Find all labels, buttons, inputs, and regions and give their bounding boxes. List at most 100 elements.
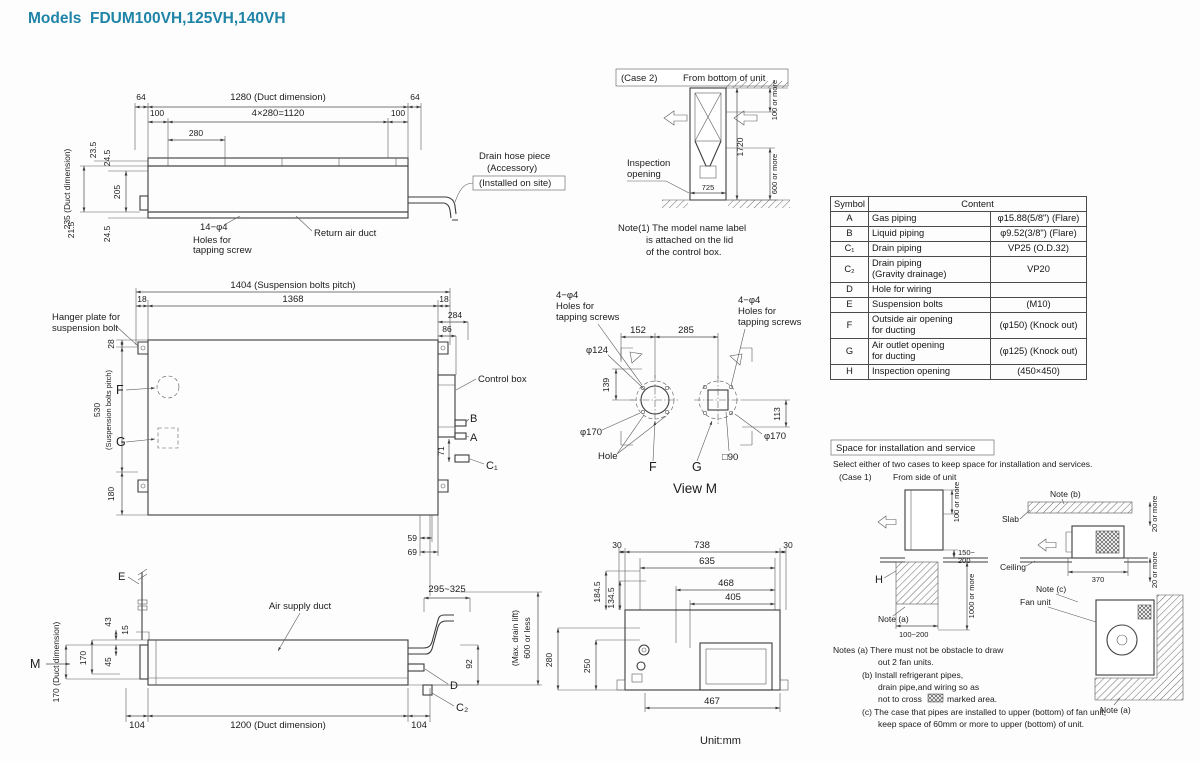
- dim-24-5-top: 24.5: [102, 149, 112, 166]
- installed-on-site-label: (Installed on site): [479, 178, 551, 189]
- unit-body: [147, 339, 439, 516]
- notes-line-5a: not to cross: [878, 694, 922, 704]
- dim-738: 738: [694, 540, 710, 551]
- return-air-duct-label: Return air duct: [314, 228, 377, 239]
- dim-468: 468: [718, 578, 734, 589]
- hanger-label-2: suspension bolt: [52, 323, 118, 334]
- dim-18-left: 18: [137, 294, 147, 304]
- table-row: H Inspection opening (450×450): [829, 363, 1088, 380]
- air-supply-duct-label: Air supply duct: [269, 601, 332, 612]
- space-title: Space for installation and service: [836, 443, 975, 454]
- note1-line1: Note(1) The model name label: [618, 223, 746, 234]
- table-row: E Suspension bolts (M10): [829, 296, 1088, 313]
- fan-unit-label: Fan unit: [1020, 597, 1051, 607]
- installation-service: Space for installation and service Selec…: [830, 439, 1184, 729]
- dim-370: 370: [1092, 575, 1105, 584]
- holes-left-3: tapping screws: [556, 312, 620, 323]
- dim-phi124: φ124: [586, 345, 608, 356]
- hole-label: Hole: [598, 451, 618, 462]
- case2-from-label: From bottom of unit: [683, 73, 766, 84]
- install-intro: Select either of two cases to keep space…: [833, 459, 1092, 469]
- hanger-label-1: Hanger plate for: [52, 312, 120, 323]
- dim-18-right: 18: [439, 294, 449, 304]
- dim-21-5: 21.5: [66, 221, 76, 238]
- accessory-label: (Accessory): [487, 163, 537, 174]
- dim-280: 280: [544, 653, 554, 667]
- note-a-label-1: Note (a): [878, 614, 909, 624]
- holes-left-1: 4−φ4: [556, 290, 578, 301]
- dim-170-duct: 170 (Duct dimension): [51, 621, 61, 702]
- notes-line-5b: marked area.: [947, 694, 997, 704]
- dim-phi170-left: φ170: [580, 427, 602, 438]
- dim-92: 92: [464, 659, 474, 669]
- inspection-label-2: opening: [627, 169, 661, 180]
- structure-hatch: [1094, 594, 1184, 701]
- dim-100-200: 100~200: [899, 630, 928, 639]
- note1-line2: is attached on the lid: [646, 235, 733, 246]
- dim-104-left: 104: [129, 720, 145, 731]
- dim-23-5: 23.5: [88, 141, 98, 158]
- dim-100-right: 100: [391, 108, 405, 118]
- table-row: C₁ Drain piping VP25 (O.D.32): [829, 240, 1088, 257]
- label-a: A: [470, 432, 478, 444]
- dim-139: 139: [601, 378, 611, 392]
- fan-box: [699, 642, 773, 691]
- holes-right-2: Holes for: [738, 306, 776, 317]
- dim-1120: 4×280=1120: [252, 108, 305, 119]
- airflow-arrow-left-icon: [663, 110, 688, 126]
- unit-mm-label: Unit:mm: [700, 735, 741, 747]
- holes-right-3: tapping screws: [738, 317, 802, 328]
- dim-600-or-more: 600 or more: [770, 154, 779, 194]
- table-row: A Gas piping φ15.88(5/8") (Flare): [829, 210, 1088, 227]
- case1-arrow2-icon: [1037, 538, 1057, 552]
- label-c2: C₂: [456, 702, 468, 714]
- dim-24-5-bot: 24.5: [102, 225, 112, 242]
- dim-152: 152: [630, 325, 646, 336]
- dim-284: 284: [448, 310, 462, 320]
- notes-line-7: keep space of 60mm or more to upper (bot…: [878, 719, 1084, 729]
- note-b-label: Note (b): [1050, 489, 1081, 499]
- case1-label: (Case 1): [839, 472, 872, 482]
- inspection-label-1: Inspection: [627, 158, 670, 169]
- table-row: D Hole for wiring: [829, 281, 1088, 298]
- label-d: D: [450, 680, 458, 692]
- dim-250: 250: [582, 659, 592, 673]
- dim-295-325: 295~325: [428, 584, 465, 595]
- dim-285: 285: [678, 325, 694, 336]
- case1-from-label: From side of unit: [893, 472, 957, 482]
- dim-530-note: (Suspension bolts pitch): [104, 369, 113, 450]
- header-content: Content: [868, 196, 1088, 212]
- dim-100-or-more: 100 or more: [770, 80, 779, 120]
- dim-170: 170: [78, 651, 88, 665]
- dim-134-5: 134.5: [606, 587, 616, 609]
- dim-150-200a: 150~: [958, 548, 976, 557]
- piping-view: 30 738 30 635 468 405 184.5 134.5 280 25…: [544, 540, 793, 747]
- slab-hatch: [1027, 501, 1133, 514]
- tapping-screw-label: tapping screw: [193, 245, 252, 256]
- dim-1720: 1720: [735, 137, 745, 156]
- dim-467: 467: [704, 696, 720, 707]
- slab-label: Slab: [1002, 514, 1019, 524]
- dim-43: 43: [103, 617, 113, 627]
- symbol-table: Symbol Content A Gas piping φ15.88(5/8")…: [829, 196, 1088, 380]
- dim-530: 530: [92, 403, 102, 417]
- holes-tapping-label: 14−φ4: [200, 222, 228, 233]
- note-a-label-2: Note (a): [1100, 705, 1131, 715]
- note-c-label: Note (c): [1036, 584, 1066, 594]
- dim-64-left: 64: [136, 92, 146, 102]
- dim-28: 28: [106, 339, 116, 349]
- dim-280: 280: [189, 128, 203, 138]
- label-m: M: [30, 657, 40, 671]
- top-view: 64 1280 (Duct dimension) 64 100 4×280=11…: [62, 92, 566, 256]
- max-drain-lift-label: (Max. drain lift): [510, 610, 520, 666]
- label-g: G: [692, 460, 702, 474]
- dim-20-or-more-bot: 20 or more: [1150, 552, 1159, 588]
- dim-1368: 1368: [282, 294, 303, 305]
- table-row: B Liquid piping φ9.52(3/8") (Flare): [829, 225, 1088, 242]
- dim-180: 180: [106, 487, 116, 501]
- header-symbol: Symbol: [829, 196, 870, 212]
- space-title-box: [830, 439, 995, 456]
- holes-for-label: Holes for: [193, 235, 231, 246]
